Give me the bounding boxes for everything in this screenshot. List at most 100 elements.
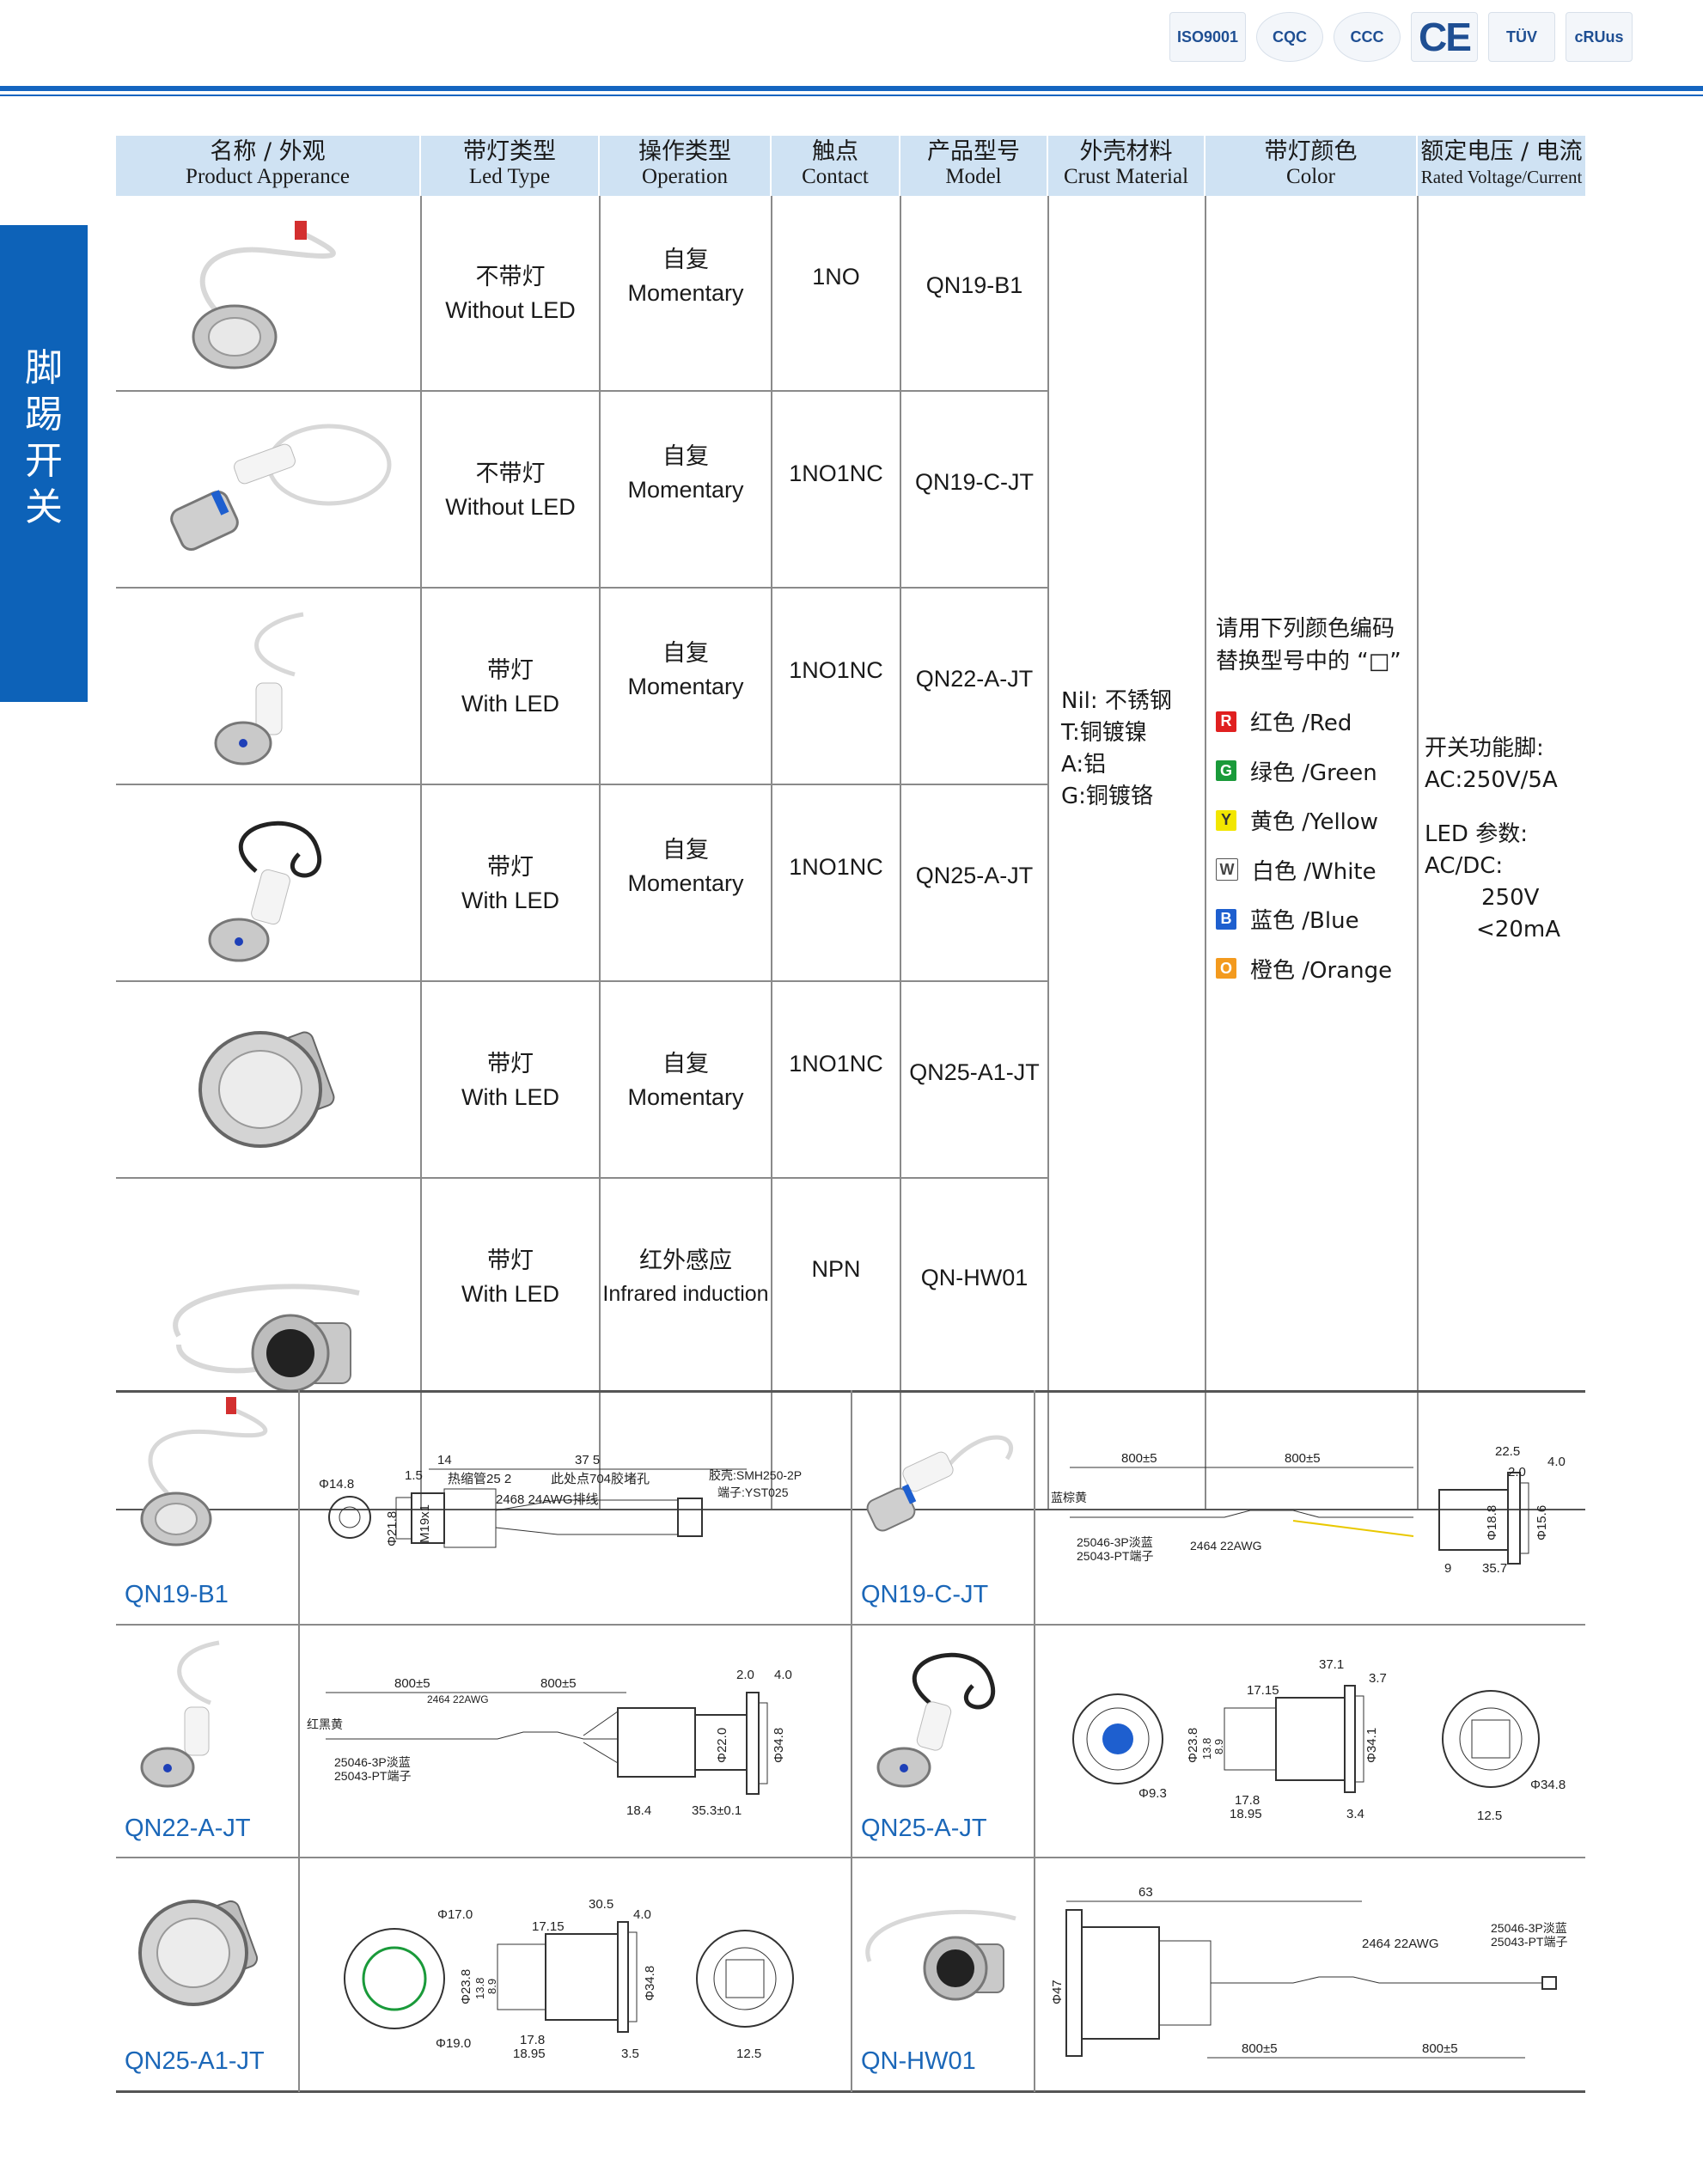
dim-text: Φ21.8	[385, 1511, 400, 1546]
dim-text: 25046-3P淡蓝	[1077, 1535, 1153, 1549]
operation-zh: 自复	[662, 247, 709, 273]
ul-logo: cRUus	[1566, 12, 1633, 62]
dim-text: 800±5	[1242, 2041, 1278, 2056]
header-en: Model	[945, 165, 1002, 188]
rated-voltage-current: 开关功能脚: AC:250V/5A LED 参数: AC/DC: 250V <2…	[1425, 733, 1584, 946]
column-divider	[599, 196, 601, 1510]
color-row: G 绿色 /Green	[1216, 747, 1413, 796]
header-en: Color	[1286, 165, 1335, 188]
led-type-en: With LED	[461, 690, 560, 717]
dim-text: 2464 22AWG	[1362, 1937, 1439, 1951]
header-material: 外壳材料 Crust Material	[1048, 136, 1206, 196]
dim-text: 17.8	[1235, 1793, 1260, 1808]
product-image-qn19-b1	[116, 196, 421, 392]
led-type-cell: 不带灯 Without LED	[421, 392, 600, 589]
led-type-zh: 带灯	[487, 853, 534, 881]
header-model: 产品型号 Model	[900, 136, 1048, 196]
dim-text: Φ23.8	[459, 1969, 473, 2004]
header-zh: 产品型号	[927, 138, 1020, 165]
operation-en: Momentary	[627, 673, 744, 699]
dim-text: 22.5	[1495, 1444, 1520, 1459]
dim-text: 800±5	[1422, 2041, 1458, 2056]
dim-text: 37.1	[1319, 1657, 1344, 1672]
drawing-qn19-b1: Φ14.8 Φ21.8 M19x1 1.5 14 37 5 热缩管25 2 此处…	[300, 1390, 850, 1624]
dim-text: Φ47	[1050, 1980, 1065, 2004]
contact-cell: 1NO1NC	[789, 460, 883, 486]
iso9001-logo: ISO9001	[1169, 12, 1246, 62]
color-hint-line: 请用下列颜色编码	[1216, 616, 1395, 642]
header-led-type: 带灯类型 Led Type	[421, 136, 600, 196]
header-product: 名称 / 外观 Product Apperance	[116, 136, 421, 196]
product-image-qn-hw01	[116, 1179, 421, 1510]
product-image-qn22-a-jt	[116, 589, 421, 785]
led-type-zh: 不带灯	[475, 460, 546, 487]
dim-text: 端子:YST025	[717, 1485, 789, 1499]
dim-text: 2.0	[736, 1668, 754, 1682]
header-zh: 带灯颜色	[1264, 138, 1358, 165]
drawing-qn25-a1-jt: Φ17.0 Φ19.0 30.5 4.0 17.15 Φ23.8 13.8 8.…	[300, 1858, 850, 2090]
drawing-model-label: QN25-A1-JT	[125, 2047, 265, 2075]
header-zh: 额定电压 / 电流	[1420, 138, 1583, 165]
model-cell: QN-HW01	[920, 1264, 1029, 1290]
operation-cell: 自复 Momentary	[600, 375, 772, 571]
operation-zh: 红外感应	[639, 1247, 732, 1274]
operation-cell: 自复 Momentary	[600, 982, 772, 1179]
column-divider	[1205, 196, 1206, 1510]
side-tab-char: 关	[25, 485, 63, 529]
dim-text: 25043-PT端子	[1491, 1935, 1567, 1949]
color-label: 橙色 /Orange	[1250, 957, 1393, 984]
side-tab-char: 开	[25, 439, 63, 483]
material-item: T:铜镀镍	[1061, 720, 1147, 746]
color-label: 红色 /Red	[1250, 711, 1352, 737]
model-cell: QN25-A1-JT	[909, 1058, 1040, 1085]
led-type-en: Without LED	[445, 493, 576, 520]
drawings-col-divider	[1034, 1390, 1035, 2092]
color-label: 蓝色 /Blue	[1250, 908, 1359, 935]
dim-text: Φ9.3	[1138, 1786, 1167, 1801]
operation-en: Momentary	[627, 1083, 744, 1110]
operation-en: Infrared induction	[602, 1281, 769, 1306]
drawing-thumb-qn22-a-jt: QN22-A-JT	[116, 1626, 298, 1858]
rated-spacer	[1425, 796, 1584, 819]
dim-text: Φ34.1	[1364, 1728, 1379, 1763]
contact-cell: 1NO	[812, 264, 860, 290]
dim-text: 18.4	[626, 1803, 651, 1818]
color-swatch: Y	[1216, 809, 1236, 831]
dim-text: 4.0	[774, 1668, 792, 1682]
row-divider	[116, 784, 1048, 785]
column-divider	[1417, 196, 1419, 1510]
row-divider	[116, 390, 1048, 392]
operation-cell: 红外感应 Infrared induction	[600, 1179, 772, 1376]
color-row: O 橙色 /Orange	[1216, 944, 1413, 994]
row-divider	[116, 980, 1048, 982]
dim-text: M19x1	[418, 1504, 432, 1543]
dim-text: Φ22.0	[715, 1728, 729, 1763]
dim-text: 12.5	[736, 2047, 761, 2061]
model-cell: QN19-C-JT	[914, 468, 1034, 495]
dim-text: 63	[1138, 1885, 1153, 1900]
header-zh: 触点	[812, 138, 858, 165]
operation-en: Momentary	[627, 476, 744, 503]
led-type-cell: 带灯 With LED	[421, 589, 600, 785]
dim-text: 30.5	[589, 1897, 613, 1912]
header-zh: 带灯类型	[463, 138, 556, 165]
header-rule-thin	[0, 95, 1703, 96]
led-type-cell: 带灯 With LED	[421, 785, 600, 982]
drawing-thumb-qn-hw01: QN-HW01	[852, 1858, 1034, 2090]
dim-text: 17.15	[532, 1919, 565, 1934]
operation-zh: 自复	[662, 639, 709, 667]
color-swatch: R	[1216, 711, 1236, 732]
dim-text: 红黑黄	[307, 1717, 343, 1731]
led-type-en: Without LED	[445, 297, 576, 323]
contact-cell: NPN	[811, 1255, 861, 1282]
led-type-zh: 带灯	[487, 656, 534, 684]
led-type-en: With LED	[461, 1280, 560, 1307]
dim-text: Φ34.8	[772, 1728, 786, 1763]
dim-text: 800±5	[1285, 1451, 1321, 1466]
header-en: Led Type	[468, 165, 551, 188]
dim-text: 25046-3P淡蓝	[1491, 1921, 1567, 1935]
dim-text: 18.95	[1230, 1807, 1262, 1821]
dim-text: 14	[437, 1453, 452, 1467]
dim-text: 热缩管25 2	[448, 1472, 511, 1486]
drawing-model-label: QN19-C-JT	[861, 1581, 989, 1608]
